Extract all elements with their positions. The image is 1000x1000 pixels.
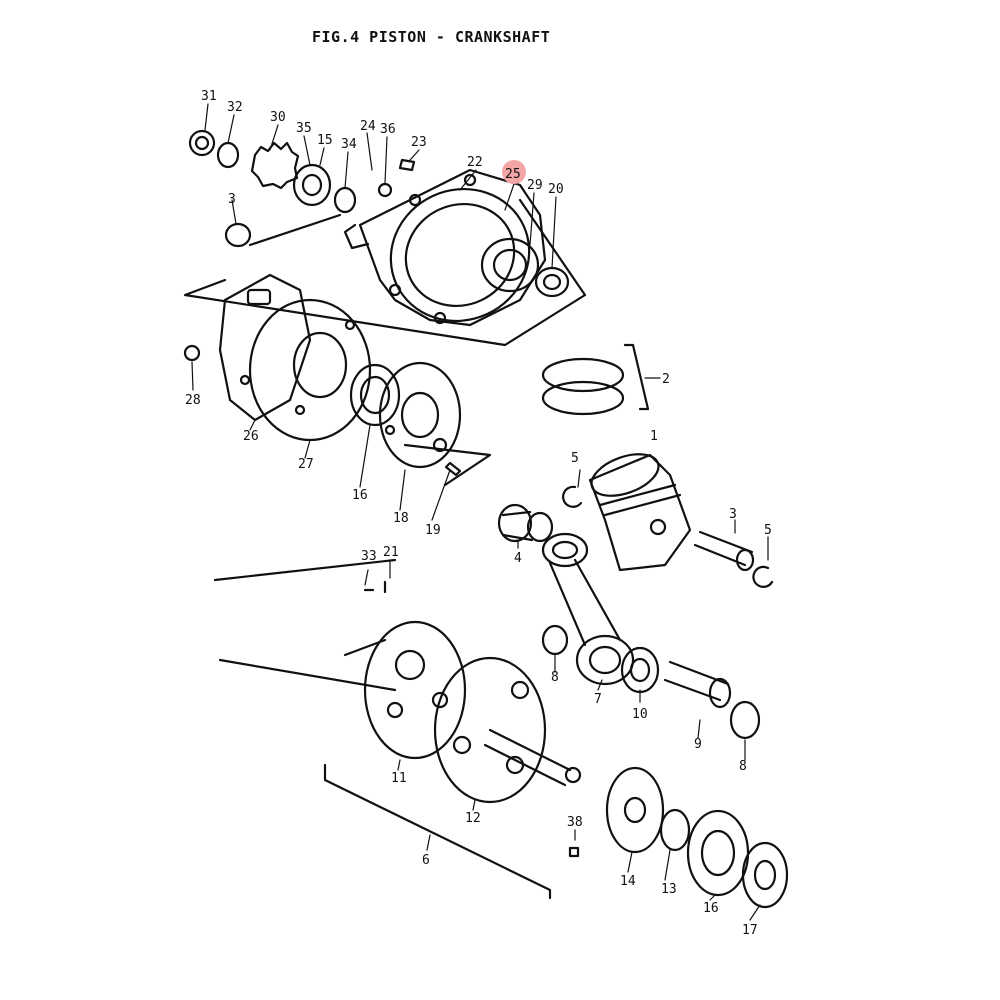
- callout-38: 38: [567, 815, 583, 830]
- crank-outline-bracket: [213, 558, 397, 692]
- callout-16b: 16: [703, 901, 719, 916]
- callout-36: 36: [380, 122, 396, 137]
- callout-9: 9: [694, 737, 702, 752]
- crankcase-half: [218, 273, 372, 442]
- callout-24: 24: [360, 119, 376, 134]
- callout-14: 14: [620, 874, 636, 889]
- callout-28: 28: [185, 393, 201, 408]
- callout-35: 35: [296, 121, 312, 136]
- callout-20: 20: [548, 182, 564, 197]
- crankshaft-group-bracket: [323, 763, 552, 900]
- callout-15: 15: [317, 133, 333, 148]
- piston-pin-3: [693, 530, 774, 588]
- callout-33: 33: [361, 549, 377, 564]
- callout-21: 21: [383, 545, 399, 560]
- callout-30: 30: [270, 110, 286, 125]
- callout-27: 27: [298, 457, 314, 472]
- piston-rings: [541, 343, 650, 416]
- callout-8a: 8: [551, 670, 559, 685]
- callout-3a: 3: [228, 192, 236, 207]
- callout-25: 25: [505, 167, 521, 182]
- callout-17: 17: [742, 923, 758, 938]
- callout-11: 11: [391, 771, 407, 786]
- crankshaft: [343, 580, 582, 858]
- callout-1: 1: [650, 429, 658, 444]
- needle-bearing-4: [497, 503, 554, 543]
- callout-3b: 3: [729, 507, 737, 522]
- callout-16a: 16: [352, 488, 368, 503]
- roller-bearing-10: [620, 646, 660, 694]
- leader-lines: [191, 103, 769, 921]
- callout-7: 7: [594, 692, 602, 707]
- small-bearing-top-row: [188, 129, 570, 298]
- bearing-stack-right: [605, 766, 789, 909]
- crankcase-cover: [343, 168, 547, 327]
- callout-34: 34: [341, 137, 357, 152]
- callout-29: 29: [527, 178, 543, 193]
- plate-18: [378, 361, 462, 477]
- callout-2: 2: [662, 372, 670, 387]
- cover-outline-bracket: [183, 198, 587, 347]
- callout-32: 32: [227, 100, 243, 115]
- callout-26: 26: [243, 429, 259, 444]
- highlight-marker: [502, 160, 526, 184]
- callout-4: 4: [514, 551, 522, 566]
- callout-10: 10: [632, 707, 648, 722]
- crank-pin-9: [663, 660, 761, 740]
- callout-8b: 8: [739, 759, 747, 774]
- callout-22: 22: [467, 155, 483, 170]
- callout-13: 13: [661, 882, 677, 897]
- screw-28: [183, 344, 201, 362]
- callout-12: 12: [465, 811, 481, 826]
- callout-6: 6: [422, 853, 430, 868]
- bearing-16-mid: [349, 363, 401, 427]
- figure-title: FIG.4 PISTON - CRANKSHAFT: [312, 28, 551, 46]
- mid-outline-bracket: [403, 443, 492, 487]
- callout-18: 18: [393, 511, 409, 526]
- callout-23: 23: [411, 135, 427, 150]
- piston: [562, 453, 692, 572]
- callout-31: 31: [201, 89, 217, 104]
- callout-5a: 5: [571, 451, 579, 466]
- connecting-rod: [541, 532, 635, 686]
- callout-5b: 5: [764, 523, 772, 538]
- callout-19: 19: [425, 523, 441, 538]
- callout-labels: 31 32 30 35 15 34 24 36 23 22 25 29 20 3…: [185, 89, 772, 938]
